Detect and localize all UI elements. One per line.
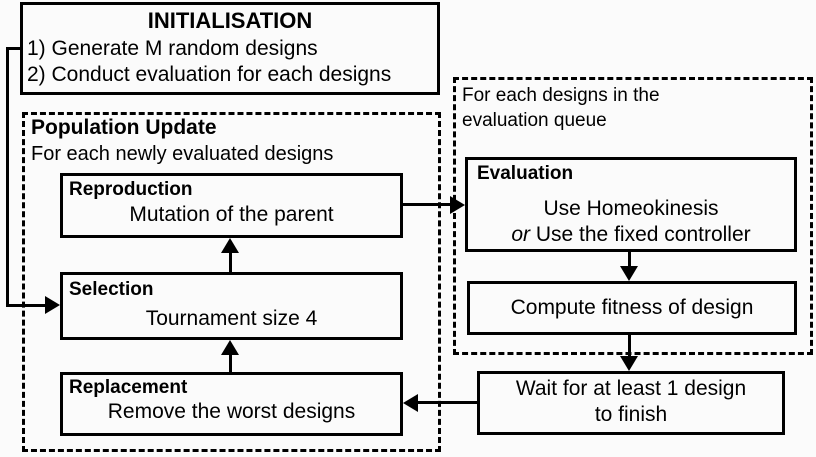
arrow-shaft [416,401,477,404]
evaluation-queue-container [453,77,813,355]
arrowhead-down-icon [620,356,638,371]
arrow-shaft [6,304,47,307]
wait-box [477,371,785,435]
arrowhead-right-icon [45,296,60,314]
reproduction-box [60,173,403,238]
arrow-shaft [229,353,232,372]
arrow-shaft [6,47,23,50]
selection-box [60,272,403,340]
arrowhead-left-icon [403,394,418,412]
initialisation-step-2: 2) Conduct evaluation for each designs [27,63,392,86]
arrow-shaft [229,251,232,272]
evaluation-detail-line2-rest: Use the fixed controller [530,223,751,246]
population-update-subtitle: For each newly evaluated designs [31,143,334,165]
arrow-shaft [628,335,631,358]
evaluation-title: Evaluation [477,163,574,184]
population-update-container [22,112,441,452]
wait-box-line2: to finish [594,403,668,426]
population-update-title: Population Update [31,116,217,139]
initialisation-step-1: 1) Generate M random designs [27,37,318,60]
selection-detail: Tournament size 4 [145,307,318,330]
arrow-shaft [628,252,631,268]
evaluation-detail-line1: Use Homeokinesis [543,197,719,220]
arrowhead-up-icon [221,340,239,355]
compute-fitness-box: Compute fitness of design [467,281,797,335]
or-word: or [511,223,531,246]
wait-box-line1: Wait for at least 1 design [515,377,747,400]
evaluation-queue-label-line1: For each designs in the [462,85,660,106]
evaluation-box [465,157,797,252]
selection-title: Selection [69,279,154,300]
replacement-box [60,372,403,436]
initialisation-title: INITIALISATION [147,8,313,33]
arrow-shaft [403,203,452,206]
compute-fitness-label: Compute fitness of design [510,296,754,319]
arrowhead-up-icon [221,238,239,253]
replacement-detail: Remove the worst designs [107,400,356,423]
replacement-title: Replacement [69,377,188,398]
reproduction-title: Reproduction [69,179,193,200]
arrow-shaft [6,47,9,307]
evaluation-queue-label-line2: evaluation queue [462,110,607,131]
arrowhead-down-icon [620,266,638,281]
evaluation-detail-line2: or Use the fixed controller [465,223,797,247]
reproduction-detail: Mutation of the parent [129,203,334,226]
